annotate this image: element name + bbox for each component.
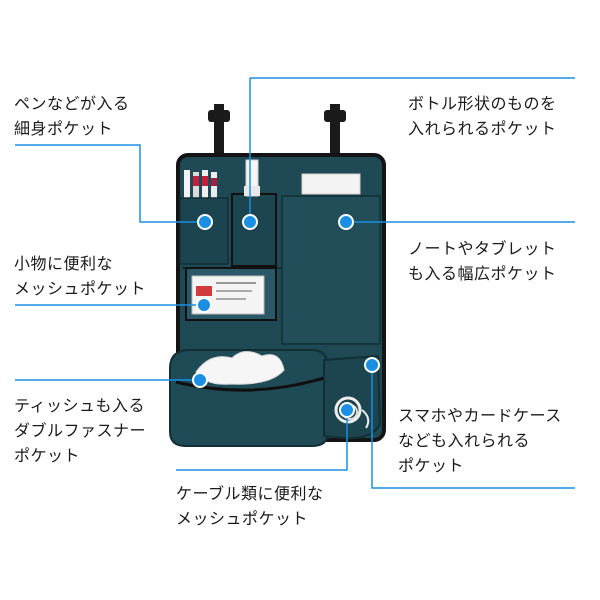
connector-lines bbox=[15, 77, 575, 489]
label-phone-pocket: スマホやカードケース なども入れられる ポケット bbox=[398, 406, 562, 475]
pen-pocket bbox=[179, 197, 229, 265]
cable-pocket bbox=[323, 354, 382, 440]
label-pen-pocket: ペンなどが入る 細身ポケット bbox=[14, 94, 130, 138]
hanging-straps bbox=[208, 104, 346, 164]
mesh-pocket bbox=[185, 267, 277, 321]
label-cable-pocket: ケーブル類に便利な メッシュポケット bbox=[176, 484, 324, 528]
label-wide-pocket: ノートやタブレット も入る幅広ポケット bbox=[408, 239, 557, 283]
marker-dots bbox=[192, 214, 380, 418]
tissue-pouch bbox=[169, 349, 329, 447]
tissue-top bbox=[301, 173, 361, 195]
label-mesh-pocket: 小物に便利な メッシュポケット bbox=[14, 254, 147, 298]
label-bottle-pocket: ボトル形状のものを 入れられるポケット bbox=[408, 94, 557, 138]
wide-pocket bbox=[281, 195, 381, 345]
label-tissue-pocket: ティッシュも入る ダブルファスナー ポケット bbox=[14, 396, 147, 465]
bottle-pocket bbox=[231, 159, 277, 267]
